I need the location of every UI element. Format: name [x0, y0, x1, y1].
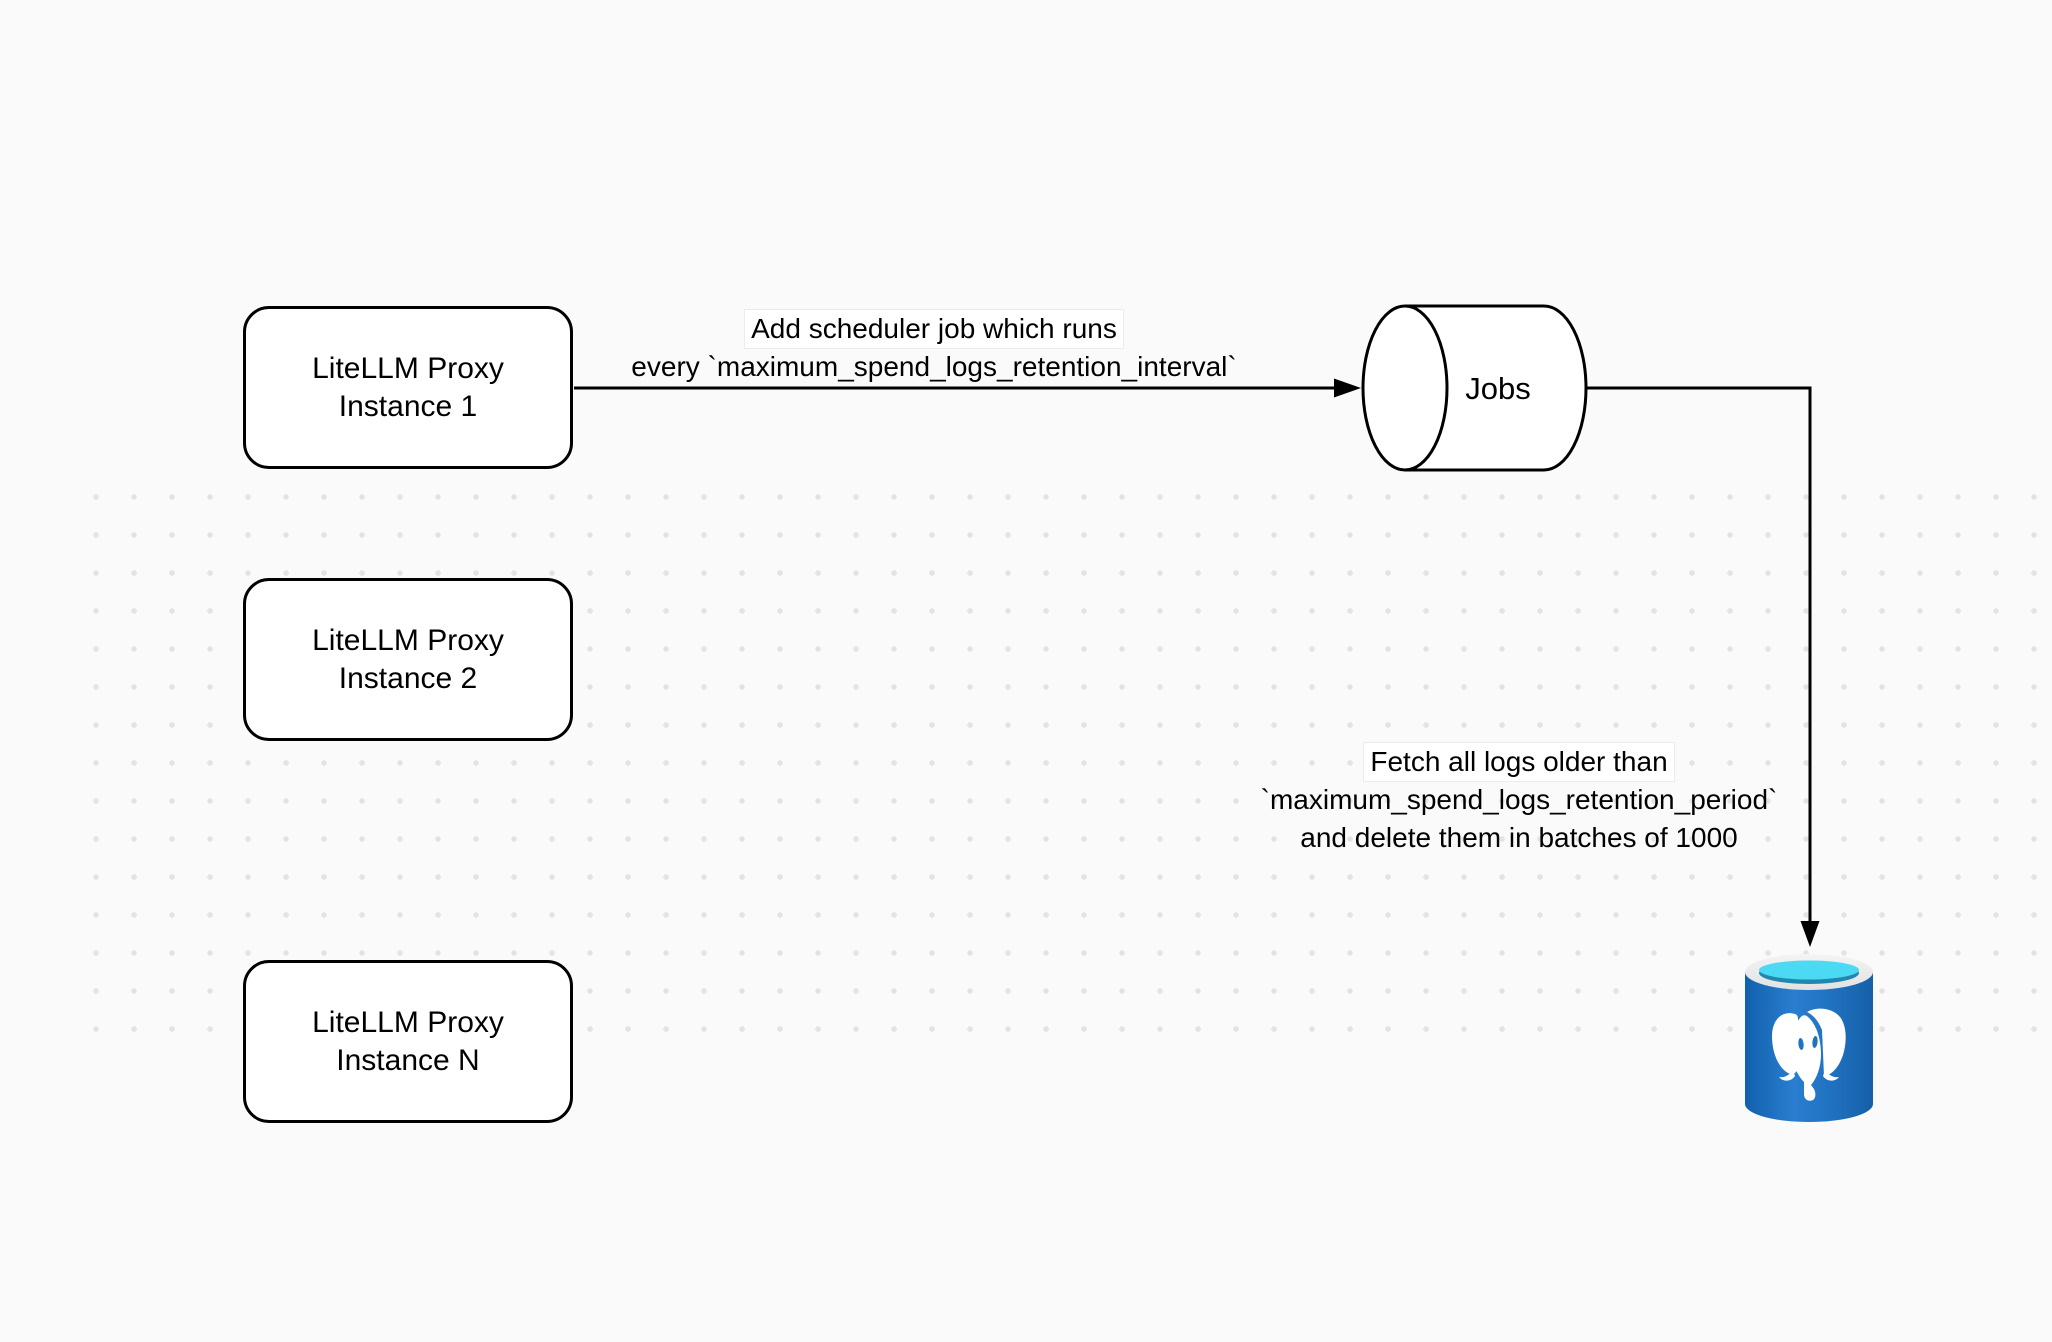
- node-litellm-proxy-instance-1: LiteLLM Proxy Instance 1: [243, 306, 573, 469]
- node-label-line: Instance 2: [338, 661, 478, 695]
- dot-grid-background: [77, 478, 2052, 1048]
- jobs-node-label: Jobs: [1465, 371, 1530, 406]
- node-label-line: LiteLLM Proxy: [312, 351, 504, 385]
- edge-label-text: Fetch all logs older than: [1364, 743, 1674, 781]
- postgresql-database-icon: [1745, 954, 1873, 1122]
- node-label-line: LiteLLM Proxy: [312, 1005, 504, 1039]
- arrowhead-down-icon: [1800, 921, 1820, 947]
- node-label-line: Instance 1: [338, 389, 478, 423]
- edge-label-fetch-delete-logs: Fetch all logs older than `maximum_spend…: [1169, 743, 1869, 857]
- edge-label-scheduler-job: Add scheduler job which runs every `maxi…: [584, 310, 1284, 386]
- connector-jobs-to-postgres: [1586, 386, 1820, 947]
- connector-instance1-to-jobs: [574, 378, 1361, 398]
- edge-label-text: and delete them in batches of 1000: [1300, 822, 1738, 853]
- edge-label-text: `maximum_spend_logs_retention_period`: [1260, 784, 1778, 815]
- node-label-line: Instance N: [336, 1043, 480, 1077]
- postgres-elephant-icon: [1772, 1008, 1846, 1101]
- node-litellm-proxy-instance-2: LiteLLM Proxy Instance 2: [243, 578, 573, 741]
- node-litellm-proxy-instance-n: LiteLLM Proxy Instance N: [243, 960, 573, 1123]
- arrowhead-right-icon: [1334, 378, 1361, 398]
- node-label-line: LiteLLM Proxy: [312, 623, 504, 657]
- edge-label-text: every `maximum_spend_logs_retention_inte…: [631, 351, 1237, 382]
- edge-label-text: Add scheduler job which runs: [745, 310, 1123, 348]
- jobs-queue-node: Jobs: [1361, 304, 1588, 472]
